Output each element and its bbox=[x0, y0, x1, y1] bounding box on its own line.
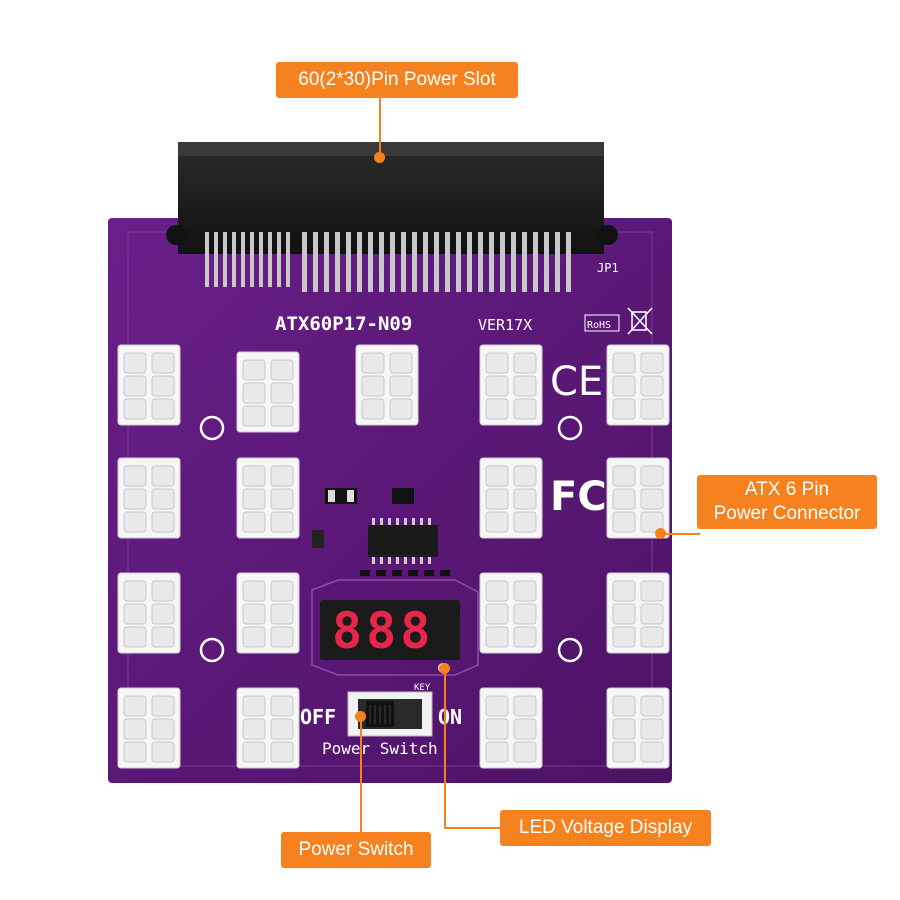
smd-component bbox=[392, 488, 414, 504]
atx-connector bbox=[606, 344, 670, 426]
switch-on-label: ON bbox=[438, 705, 462, 729]
callout-line-led-h bbox=[444, 827, 502, 829]
callout-line-switch bbox=[360, 716, 362, 834]
atx-connector bbox=[606, 457, 670, 539]
callout-atx-line2: Power Connector bbox=[713, 503, 861, 524]
callout-power-switch: Power Switch bbox=[281, 832, 431, 868]
atx-connector bbox=[117, 344, 181, 426]
fcc-mark-icon: FC bbox=[550, 474, 607, 520]
callout-atx-connector: ATX 6 Pin Power Connector bbox=[697, 475, 877, 529]
atx-connector bbox=[117, 687, 181, 769]
header-ref-label: JP1 bbox=[597, 261, 619, 275]
slot-pins bbox=[205, 232, 571, 292]
callout-atx-line1: ATX 6 Pin bbox=[744, 479, 830, 501]
atx-connector bbox=[236, 351, 300, 433]
callout-dot-atx bbox=[655, 528, 666, 539]
mount-hole bbox=[199, 415, 225, 441]
ce-mark-icon: CE bbox=[550, 359, 603, 405]
atx-connector bbox=[236, 572, 300, 654]
mount-hole bbox=[557, 415, 583, 441]
callout-dot-slot bbox=[374, 152, 385, 163]
atx-connector bbox=[479, 572, 543, 654]
weee-bin-icon bbox=[627, 307, 653, 335]
smd-component bbox=[312, 530, 324, 548]
switch-off-label: OFF bbox=[300, 705, 336, 729]
led-display bbox=[320, 600, 460, 660]
mount-hole bbox=[557, 637, 583, 663]
callout-line-atx bbox=[660, 533, 700, 535]
atx-connector bbox=[355, 344, 419, 426]
callout-line-slot bbox=[379, 98, 381, 156]
callout-led-display: LED Voltage Display bbox=[500, 810, 711, 846]
callout-dot-switch bbox=[355, 711, 366, 722]
callout-line-led-v bbox=[444, 668, 446, 828]
atx-connector bbox=[236, 687, 300, 769]
atx-connector bbox=[117, 572, 181, 654]
mount-hole bbox=[199, 637, 225, 663]
rohs-icon: RoHS bbox=[584, 314, 620, 332]
ic-chip bbox=[368, 525, 438, 557]
atx-connector bbox=[117, 457, 181, 539]
rohs-label: RoHS bbox=[587, 320, 611, 331]
atx-connector bbox=[479, 457, 543, 539]
callout-dot-led bbox=[439, 663, 450, 674]
led-digits: 888 bbox=[332, 602, 434, 660]
atx-connector bbox=[479, 344, 543, 426]
atx-connector bbox=[479, 687, 543, 769]
model-label: ATX60P17-N09 bbox=[275, 313, 412, 335]
atx-connector bbox=[606, 572, 670, 654]
atx-connector bbox=[606, 687, 670, 769]
callout-power-slot: 60(2*30)Pin Power Slot bbox=[276, 62, 518, 98]
atx-connector bbox=[236, 457, 300, 539]
version-label: VER17X bbox=[478, 316, 532, 334]
switch-caption: Power Switch bbox=[322, 739, 438, 758]
switch-key-label: KEY bbox=[414, 683, 431, 693]
